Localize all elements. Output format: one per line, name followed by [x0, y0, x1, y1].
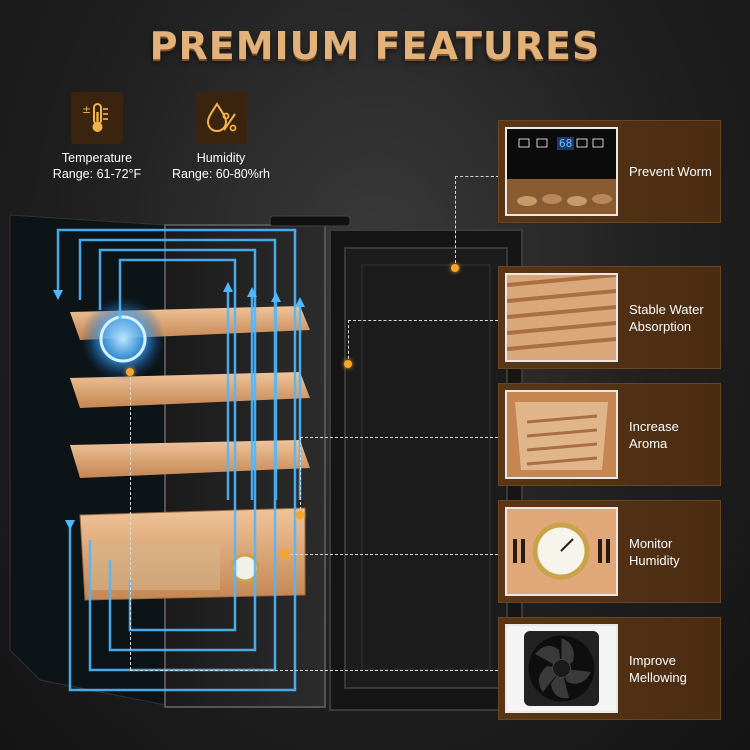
feature-prevent-worm: 68 Prevent Worm	[498, 120, 721, 223]
fan-thumb	[505, 624, 618, 713]
callout-line-4	[285, 554, 498, 555]
feature-label: Increase Aroma	[629, 418, 679, 451]
airflow-arrows	[56, 228, 302, 692]
humidity-percent-icon	[195, 92, 247, 144]
callout-dot-1	[451, 264, 459, 272]
page-title: PREMIUM FEATURES	[149, 24, 601, 68]
feature-improve-mellowing: Improve Mellowing	[498, 617, 721, 720]
callout-line-3b	[300, 437, 301, 515]
fan-icon	[524, 631, 599, 706]
callout-line-5b	[130, 372, 131, 670]
humidity-range: Range: 60-80%rh	[172, 167, 270, 181]
fan-glow	[81, 297, 165, 381]
callout-line-1b	[455, 176, 456, 268]
airflow-arrowheads	[53, 282, 305, 530]
callout-line-2	[348, 320, 498, 321]
feature-label: Prevent Worm	[629, 164, 712, 179]
temperature-range: Range: 61-72°F	[52, 167, 142, 181]
cedar-drawer-thumb	[505, 390, 618, 479]
humidity-label: Humidity	[196, 151, 246, 165]
callout-dot-2	[344, 360, 352, 368]
callout-line-3	[300, 437, 498, 438]
panel-display: 68	[557, 137, 575, 150]
callout-line-2b	[348, 320, 349, 364]
temperature-spec: ± Temperature Range: 61-72°F	[32, 92, 162, 182]
callout-line-1	[455, 176, 499, 177]
svg-text:±: ±	[82, 103, 91, 116]
temperature-label: Temperature	[61, 151, 133, 165]
feature-stable-water-absorption: Stable Water Absorption	[498, 266, 721, 369]
hygrometer-thumb	[505, 507, 618, 596]
control-panel-thumb: 68	[505, 127, 618, 216]
humidity-spec: Humidity Range: 60-80%rh	[156, 92, 286, 182]
feature-monitor-humidity: Monitor Humidity	[498, 500, 721, 603]
feature-label: Improve Mellowing	[629, 652, 687, 685]
feature-label: Monitor Humidity	[629, 535, 680, 568]
humidor-illustration	[9, 214, 523, 711]
thermometer-icon: ±	[71, 92, 123, 144]
hygrometer-dial	[230, 553, 260, 583]
cedar-shelf-thumb	[505, 273, 618, 362]
feature-label: Stable Water Absorption	[629, 301, 704, 334]
callout-line-5	[130, 670, 498, 671]
callout-dot-3	[296, 511, 304, 519]
callout-dot-5	[126, 368, 134, 376]
callout-dot-4	[281, 550, 289, 558]
feature-increase-aroma: Increase Aroma	[498, 383, 721, 486]
